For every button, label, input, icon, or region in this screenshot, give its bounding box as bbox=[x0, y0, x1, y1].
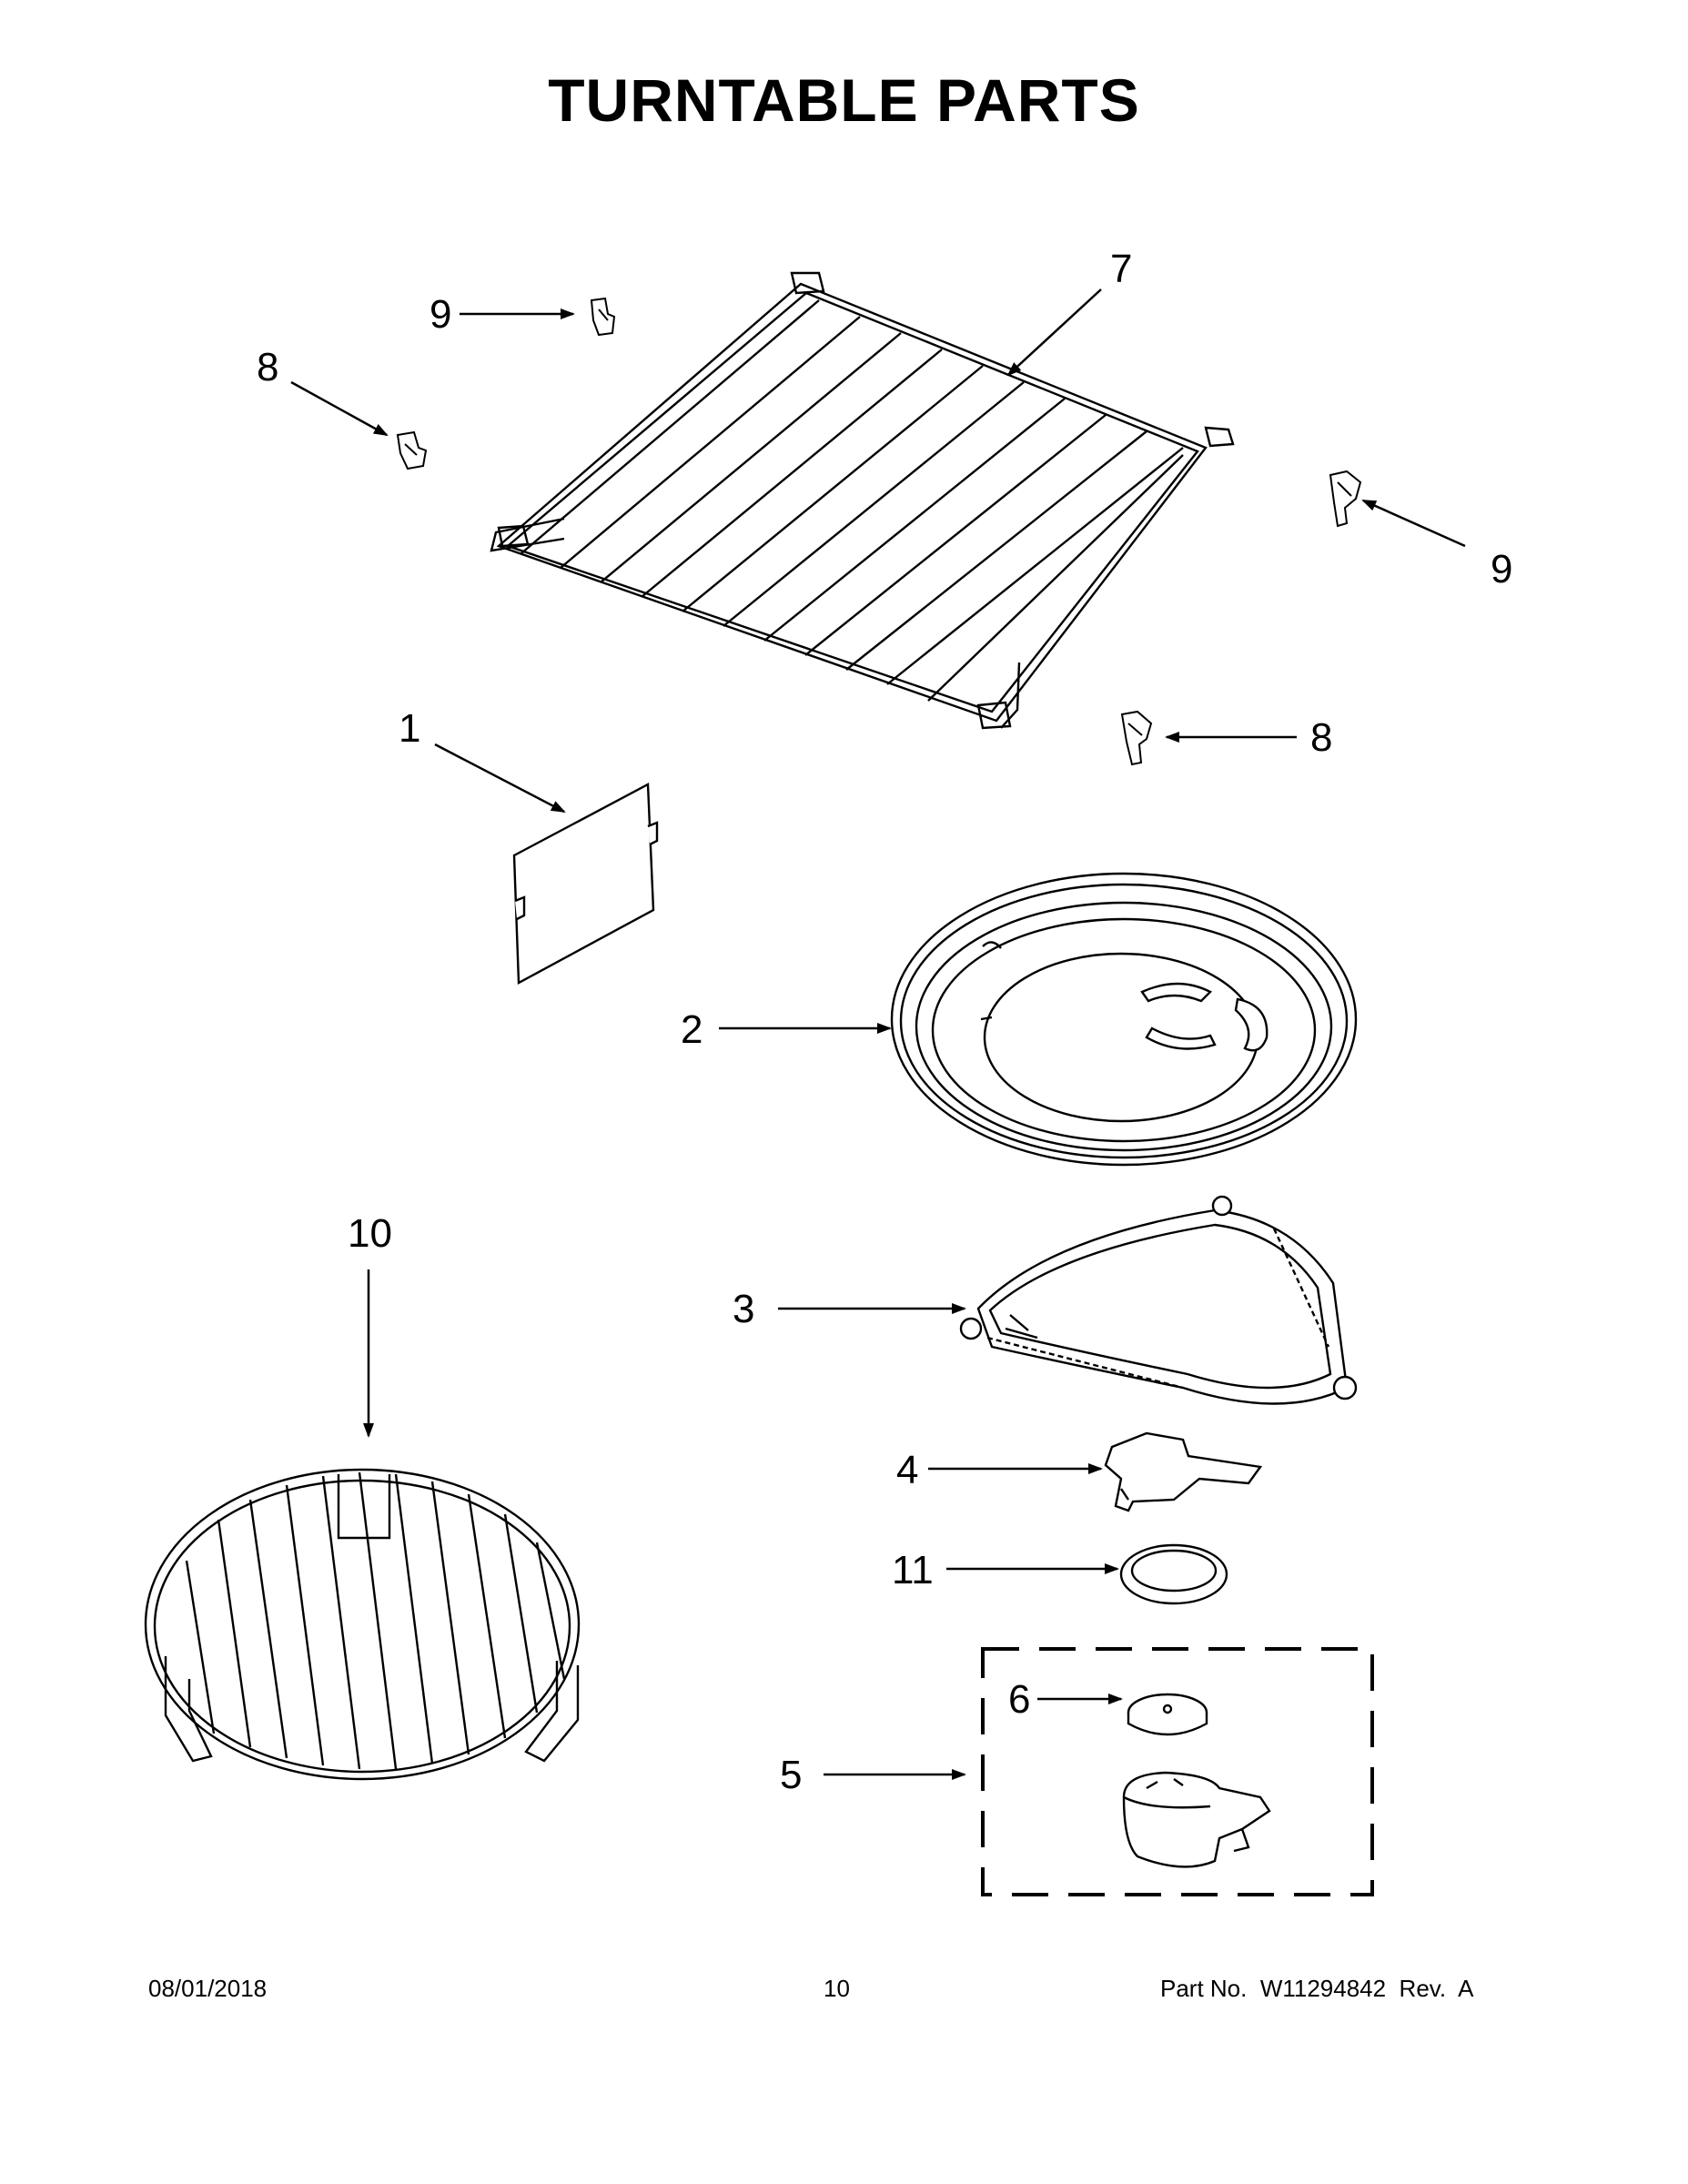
turntable-tray-part-2 bbox=[890, 872, 1358, 1167]
callout-11: 11 bbox=[892, 1548, 934, 1592]
callout-3: 3 bbox=[733, 1287, 754, 1331]
footer-part-number: Part No. W11294842 Rev. A bbox=[1160, 1975, 1474, 2002]
coupler-part-4 bbox=[1104, 1431, 1263, 1512]
clip-part-9-right bbox=[1329, 470, 1362, 528]
motor-part-5 bbox=[1122, 1771, 1271, 1868]
leader-arrows bbox=[290, 288, 1466, 1780]
page-title: TURNTABLE PARTS bbox=[548, 66, 1140, 134]
motor-assembly-box-part-5 bbox=[981, 1647, 1374, 1896]
callout-1: 1 bbox=[399, 706, 420, 751]
callout-8-left: 8 bbox=[257, 345, 278, 389]
callout-5: 5 bbox=[780, 1753, 802, 1797]
callout-10: 10 bbox=[348, 1211, 392, 1256]
callout-4: 4 bbox=[896, 1448, 918, 1492]
ring-part-11 bbox=[1119, 1543, 1228, 1605]
round-rack-part-10 bbox=[144, 1468, 581, 1781]
roller-ring-part-3 bbox=[959, 1195, 1358, 1405]
clip-part-8-right bbox=[1120, 710, 1153, 766]
callout-9-right: 9 bbox=[1491, 547, 1512, 592]
cover-plate-part-1 bbox=[512, 783, 659, 985]
callout-7: 7 bbox=[1110, 247, 1132, 291]
disc-part-6 bbox=[1127, 1693, 1208, 1736]
footer-page-number: 10 bbox=[824, 1975, 850, 2002]
clip-part-9-top bbox=[590, 297, 616, 337]
callout-8-right: 8 bbox=[1310, 715, 1332, 760]
clip-part-8-left bbox=[396, 430, 428, 470]
callout-6: 6 bbox=[1008, 1677, 1030, 1722]
footer-date: 08/01/2018 bbox=[148, 1975, 268, 2002]
callout-9-top: 9 bbox=[430, 292, 451, 337]
callout-2: 2 bbox=[681, 1007, 702, 1052]
wire-rack-part-7 bbox=[490, 271, 1235, 730]
